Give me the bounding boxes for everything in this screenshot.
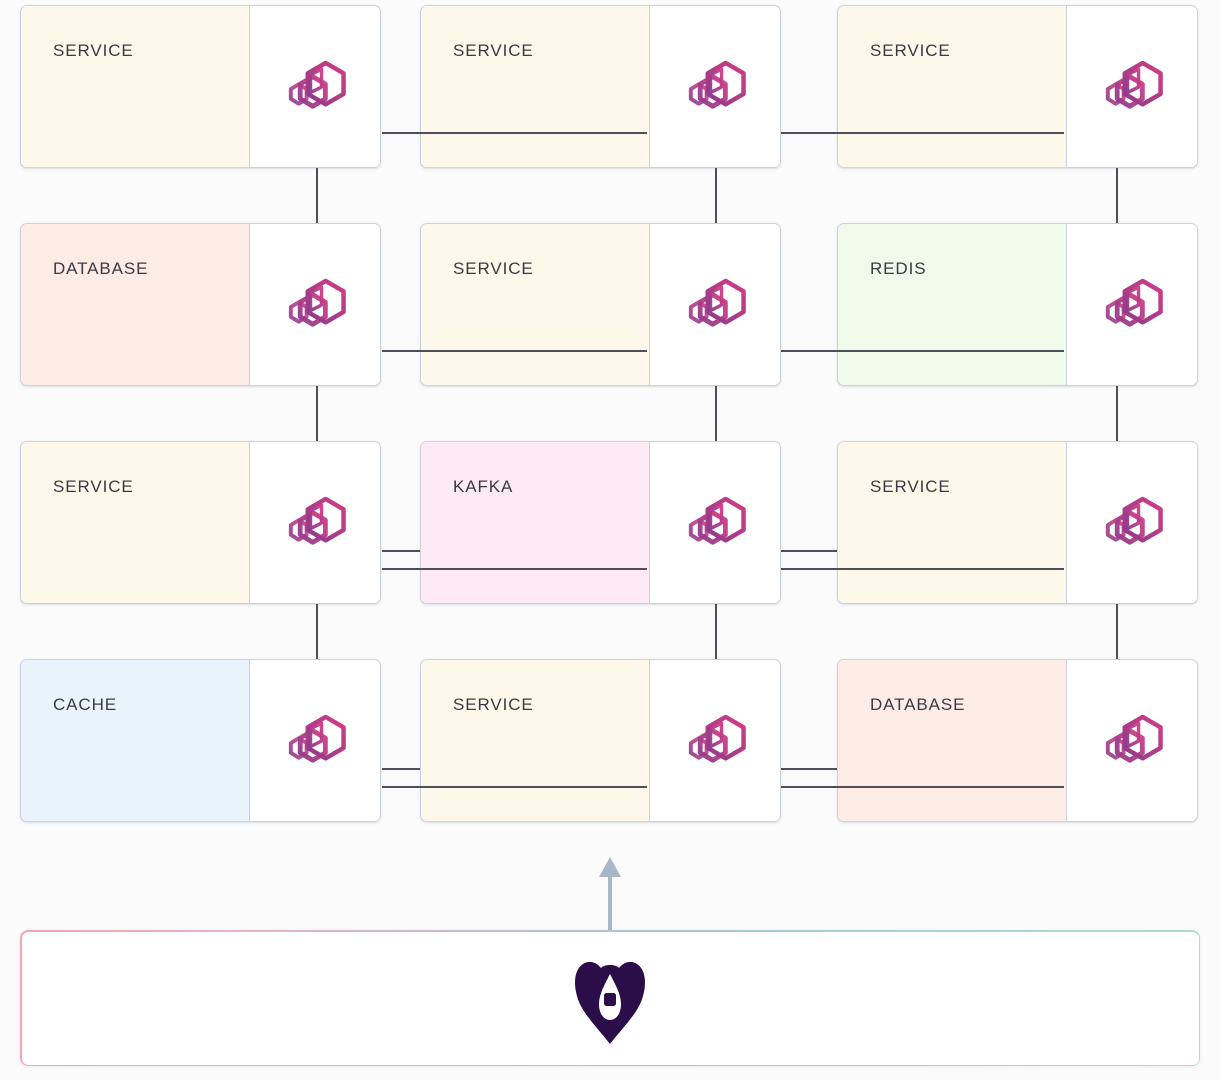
node-label: SERVICE bbox=[453, 259, 534, 278]
node-icon-panel bbox=[650, 224, 780, 385]
node-card-database-r4c3[interactable]: DATABASE bbox=[837, 659, 1198, 822]
node-card-cache-r4c1[interactable]: CACHE bbox=[20, 659, 381, 822]
node-card-service-r3c1[interactable]: SERVICE bbox=[20, 441, 381, 604]
hexagon-cube-icon bbox=[678, 268, 752, 342]
bear-logo-icon bbox=[569, 952, 651, 1044]
node-icon-panel bbox=[250, 224, 380, 385]
node-icon-panel bbox=[650, 442, 780, 603]
node-label: SERVICE bbox=[53, 477, 134, 496]
node-label: SERVICE bbox=[453, 695, 534, 714]
node-icon-panel bbox=[1067, 224, 1197, 385]
node-icon-panel bbox=[1067, 6, 1197, 167]
node-label: CACHE bbox=[53, 695, 118, 714]
hexagon-cube-icon bbox=[1095, 268, 1169, 342]
hexagon-cube-icon bbox=[678, 486, 752, 560]
node-card-service-r3c3[interactable]: SERVICE bbox=[837, 441, 1198, 604]
node-card-service-r2c2[interactable]: SERVICE bbox=[420, 223, 781, 386]
node-label-panel-service: SERVICE bbox=[21, 442, 250, 603]
node-card-service-r1c3[interactable]: SERVICE bbox=[837, 5, 1198, 168]
node-label: SERVICE bbox=[53, 41, 134, 60]
node-icon-panel bbox=[1067, 660, 1197, 821]
node-card-service-r1c2[interactable]: SERVICE bbox=[420, 5, 781, 168]
node-label-panel-database: DATABASE bbox=[838, 660, 1067, 821]
node-label: REDIS bbox=[870, 259, 927, 278]
hexagon-cube-icon bbox=[1095, 704, 1169, 778]
hexagon-cube-icon bbox=[278, 486, 352, 560]
node-icon-panel bbox=[650, 6, 780, 167]
node-icon-panel bbox=[250, 442, 380, 603]
node-label: DATABASE bbox=[53, 259, 149, 278]
node-label-panel-cache: CACHE bbox=[21, 660, 250, 821]
node-card-redis-r2c3[interactable]: REDIS bbox=[837, 223, 1198, 386]
node-label: SERVICE bbox=[870, 477, 951, 496]
node-label: KAFKA bbox=[453, 477, 514, 496]
node-label-panel-service: SERVICE bbox=[21, 6, 250, 167]
hexagon-cube-icon bbox=[278, 268, 352, 342]
gradient-footer-bar[interactable] bbox=[20, 930, 1200, 1066]
hexagon-cube-icon bbox=[278, 704, 352, 778]
node-icon-panel bbox=[1067, 442, 1197, 603]
node-card-database-r2c1[interactable]: DATABASE bbox=[20, 223, 381, 386]
node-card-service-r4c2[interactable]: SERVICE bbox=[420, 659, 781, 822]
node-icon-panel bbox=[250, 660, 380, 821]
node-label-panel-service: SERVICE bbox=[421, 6, 650, 167]
hexagon-cube-icon bbox=[1095, 50, 1169, 124]
node-label-panel-redis: REDIS bbox=[838, 224, 1067, 385]
node-label-panel-service: SERVICE bbox=[421, 224, 650, 385]
node-label-panel-service: SERVICE bbox=[421, 660, 650, 821]
node-label-panel-service: SERVICE bbox=[838, 6, 1067, 167]
hexagon-cube-icon bbox=[678, 50, 752, 124]
node-card-kafka-r3c2[interactable]: KAFKA bbox=[420, 441, 781, 604]
node-label-panel-service: SERVICE bbox=[838, 442, 1067, 603]
node-icon-panel bbox=[250, 6, 380, 167]
node-label: SERVICE bbox=[453, 41, 534, 60]
node-label-panel-kafka: KAFKA bbox=[421, 442, 650, 603]
hexagon-cube-icon bbox=[678, 704, 752, 778]
node-label: SERVICE bbox=[870, 41, 951, 60]
hexagon-cube-icon bbox=[1095, 486, 1169, 560]
node-card-service-r1c1[interactable]: SERVICE bbox=[20, 5, 381, 168]
node-label: DATABASE bbox=[870, 695, 966, 714]
node-label-panel-database: DATABASE bbox=[21, 224, 250, 385]
node-icon-panel bbox=[650, 660, 780, 821]
hexagon-cube-icon bbox=[278, 50, 352, 124]
arrow-up-icon bbox=[596, 855, 624, 935]
